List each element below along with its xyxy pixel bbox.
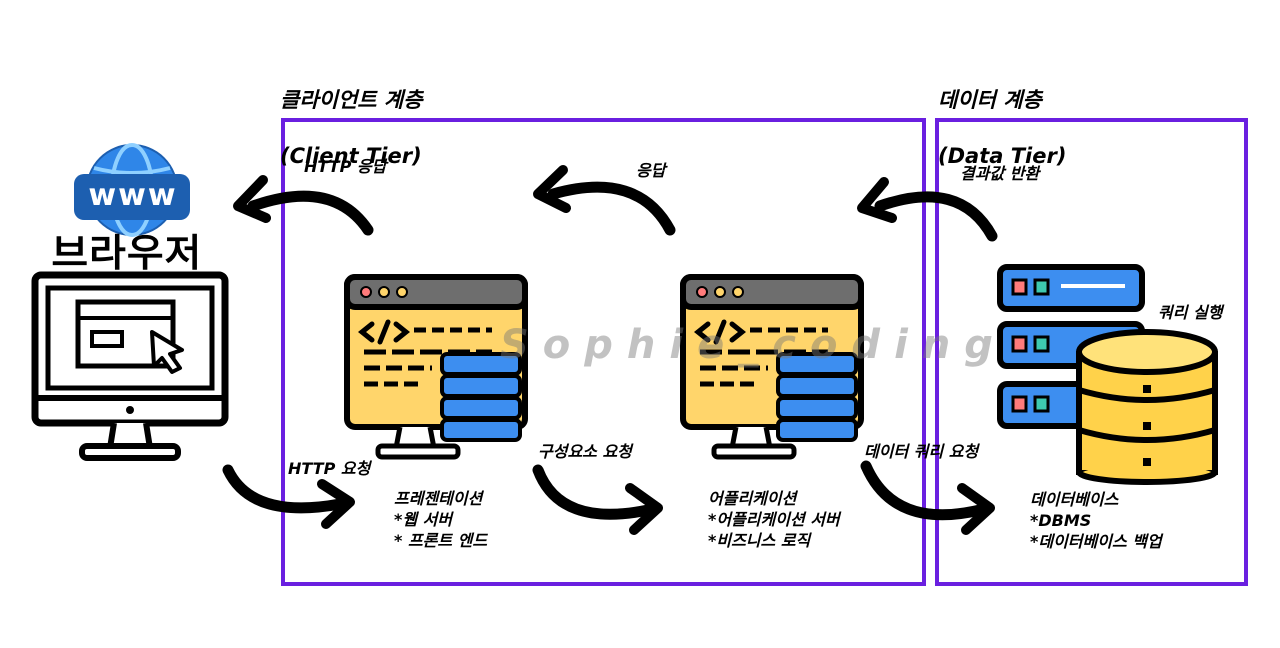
response-arrow-icon bbox=[533, 165, 676, 236]
application-title: 어플리케이션 bbox=[708, 489, 797, 508]
database-title: 데이터베이스 bbox=[1030, 490, 1119, 509]
client-tier-title: 클라이언트 계층 (Client Tier) bbox=[280, 58, 423, 198]
presentation-server-icon bbox=[344, 274, 528, 460]
db-query-request-label: 데이터 쿼리 요청 bbox=[864, 442, 979, 461]
globe-icon bbox=[74, 143, 190, 237]
http-response-arrow-icon bbox=[233, 175, 374, 236]
presentation-title: 프레젠테이션 bbox=[394, 489, 483, 508]
presentation-desc: 프레젠테이션 *웹 서버 * 프론트 엔드 bbox=[394, 488, 487, 551]
watermark: Sophie_coding bbox=[500, 322, 1007, 368]
component-request-label: 구성요소 요청 bbox=[538, 442, 632, 461]
application-server-icon bbox=[680, 274, 864, 460]
response-label: 응답 bbox=[636, 161, 666, 180]
http-request-label: HTTP 요청 bbox=[288, 459, 371, 478]
data-tier-box bbox=[935, 118, 1248, 586]
application-line-1: *어플리케이션 서버 bbox=[708, 510, 840, 529]
application-desc: 어플리케이션 *어플리케이션 서버 *비즈니스 로직 bbox=[708, 488, 840, 551]
database-desc: 데이터베이스 *DBMS *데이터베이스 백업 bbox=[1030, 489, 1162, 552]
monitor-icon bbox=[31, 271, 229, 461]
client-tier-box bbox=[281, 118, 926, 586]
http-request-arrow-icon bbox=[222, 464, 355, 529]
http-response-label: HTTP 응답 bbox=[304, 157, 387, 176]
www-badge-text: www bbox=[88, 178, 178, 213]
data-tier-title-ko: 데이터 계층 bbox=[938, 88, 1042, 112]
return-result-label: 결과값 반환 bbox=[960, 164, 1040, 183]
data-tier-title: 데이터 계층 (Data Tier) bbox=[938, 58, 1066, 198]
return-result-arrow-icon bbox=[857, 177, 998, 242]
query-exec-label: 쿼리 실행 bbox=[1158, 303, 1223, 322]
database-icon bbox=[997, 264, 1218, 485]
db-query-request-arrow-icon bbox=[860, 460, 995, 535]
browser-title: 브라우저 bbox=[51, 231, 203, 275]
database-line-2: *데이터베이스 백업 bbox=[1030, 532, 1162, 551]
component-request-arrow-icon bbox=[532, 464, 663, 535]
application-line-2: *비즈니스 로직 bbox=[708, 531, 811, 550]
database-line-1: *DBMS bbox=[1030, 511, 1092, 530]
client-tier-title-en: (Client Tier) bbox=[280, 144, 422, 168]
data-tier-title-en: (Data Tier) bbox=[938, 144, 1067, 168]
presentation-line-2: * 프론트 엔드 bbox=[394, 531, 488, 550]
presentation-line-1: *웹 서버 bbox=[394, 510, 453, 529]
client-tier-title-ko: 클라이언트 계층 bbox=[280, 88, 423, 112]
